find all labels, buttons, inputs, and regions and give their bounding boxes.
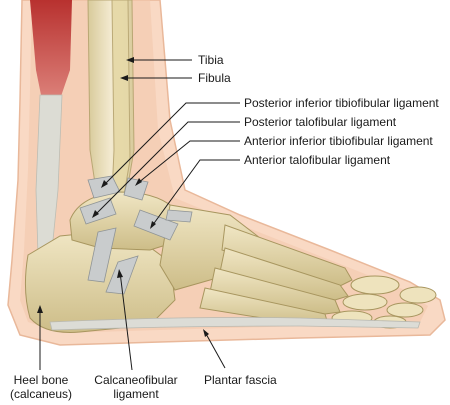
label-tibia: Tibia	[198, 53, 224, 67]
metatarsal-bones	[199, 224, 353, 327]
label-calcaneofibular-ligament: Calcaneofibular ligament	[88, 373, 184, 401]
label-heel-bone: Heel bone (calcaneus)	[2, 373, 80, 401]
label-fibula: Fibula	[198, 71, 231, 85]
label-calcaneofibular-line2: ligament	[113, 387, 159, 401]
label-anterior-talofibular-ligament: Anterior talofibular ligament	[244, 153, 391, 167]
label-calcaneofibular-line1: Calcaneofibular	[94, 373, 178, 387]
label-posterior-inferior-tibiofibular-ligament: Posterior inferior tibiofibular ligament	[244, 96, 439, 110]
label-heel-bone-line1: Heel bone	[13, 373, 69, 387]
fibula-bone	[111, 0, 131, 196]
label-heel-bone-line2: (calcaneus)	[9, 387, 73, 401]
label-plantar-fascia: Plantar fascia	[204, 373, 277, 387]
calf-muscle	[30, 0, 72, 110]
label-anterior-inferior-tibiofibular-ligament: Anterior inferior tibiofibular ligament	[244, 134, 433, 148]
plantar-fascia-band	[49, 317, 421, 331]
leader-lines	[37, 57, 240, 371]
label-posterior-talofibular-ligament: Posterior talofibular ligament	[244, 115, 397, 129]
